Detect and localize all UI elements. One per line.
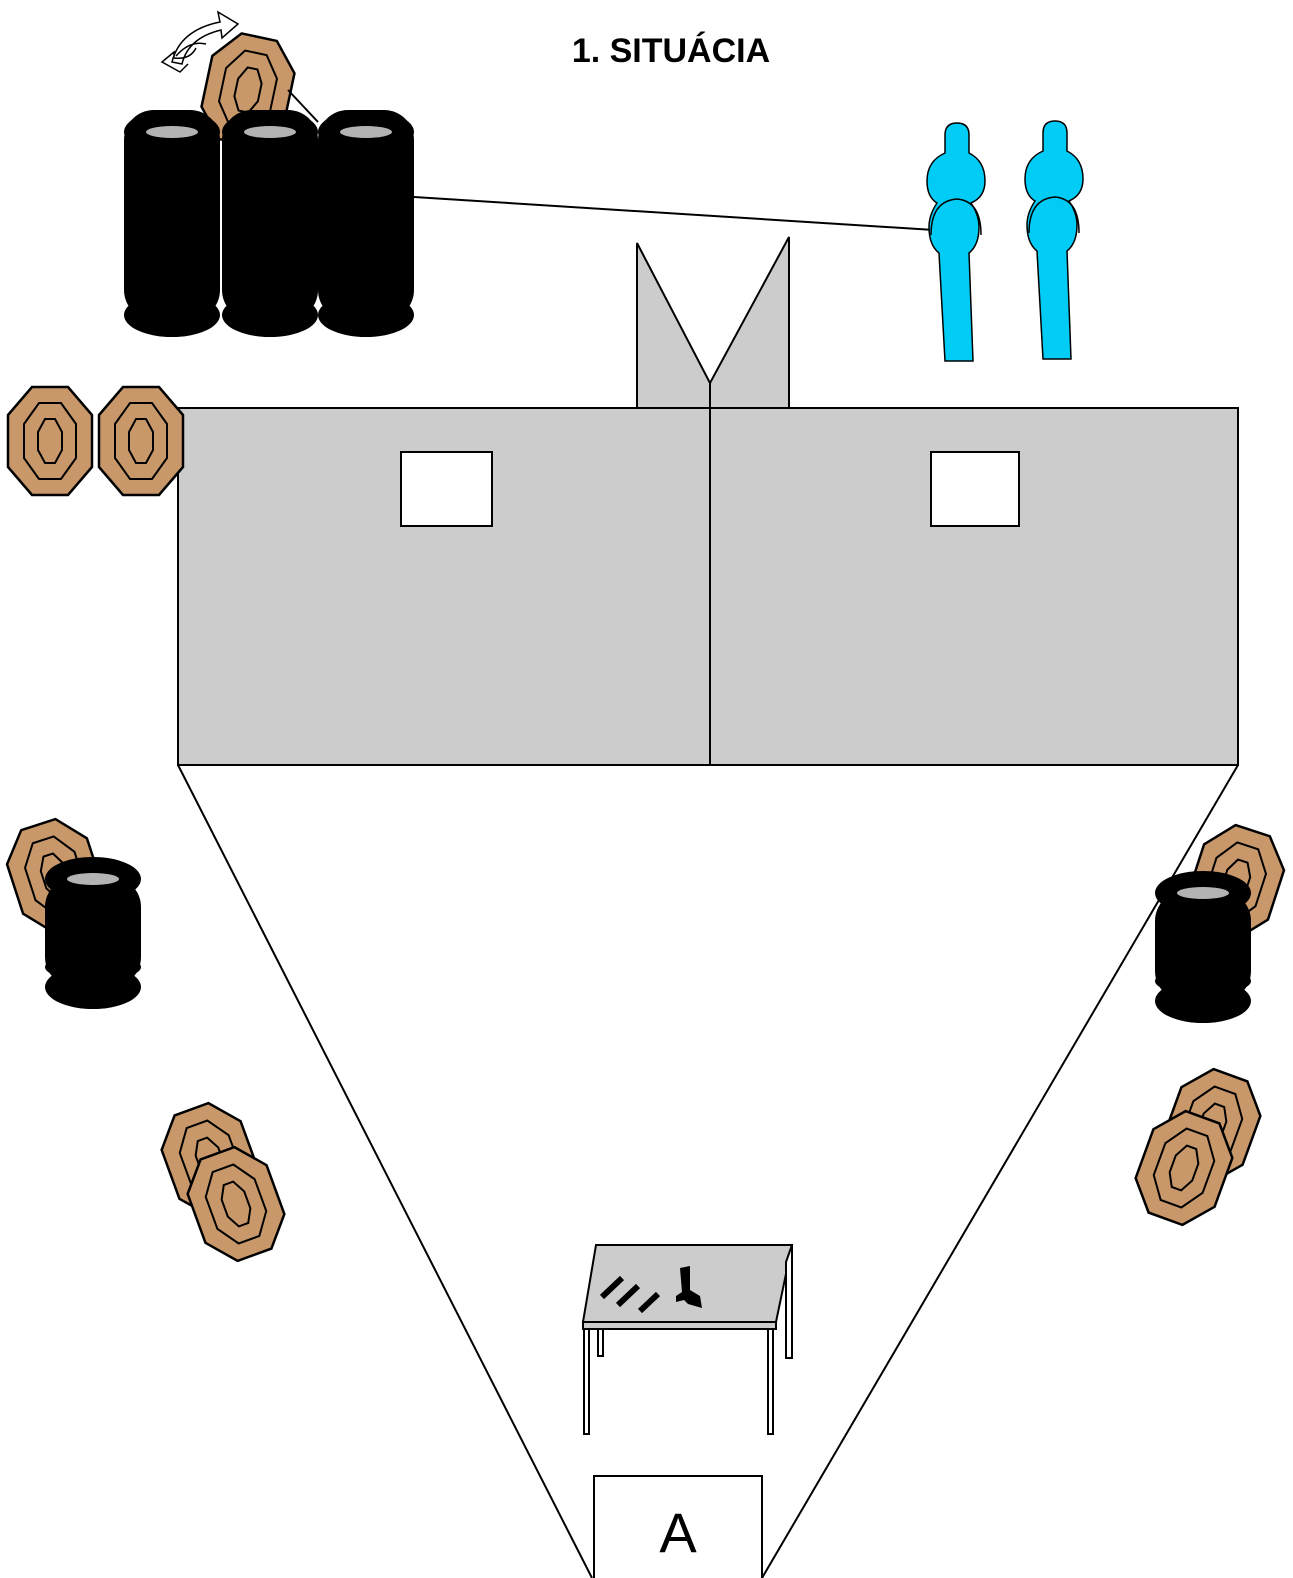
fault-lines	[177, 764, 1239, 1578]
wall	[177, 407, 1239, 766]
wall-window-right	[930, 451, 1020, 527]
targets-left-upper	[6, 385, 185, 497]
rotate-arrow-icon	[160, 10, 240, 73]
targets-left-mid	[0, 810, 141, 1009]
cable-line	[413, 196, 935, 231]
pistol-icon	[676, 1266, 702, 1308]
tire-stack-group-top	[124, 110, 414, 337]
targets-right-lower	[1124, 1059, 1272, 1235]
octagon-target-icon	[6, 385, 94, 497]
tire-stack-icon	[222, 110, 318, 337]
swinger-target	[194, 27, 319, 153]
tire-stack-icon	[318, 110, 414, 337]
figure-no-shoot-icon	[926, 122, 986, 362]
page-title: 1. SITUÁCIA	[572, 32, 770, 70]
wall-window-left	[400, 451, 493, 527]
v-barricade	[636, 236, 790, 409]
targets-left-lower	[150, 1093, 296, 1271]
no-shoot-targets	[926, 120, 1084, 362]
magazine-icon	[599, 1275, 661, 1314]
start-box: A	[593, 1475, 763, 1578]
octagon-target-icon	[97, 385, 185, 497]
table	[581, 1244, 794, 1435]
start-box-label: A	[659, 1501, 697, 1564]
figure-no-shoot-icon	[1024, 120, 1084, 360]
tire-stack-icon	[45, 857, 141, 1009]
tire-stack-icon	[1155, 871, 1251, 1023]
tire-stack-icon	[124, 110, 220, 337]
targets-right-mid	[1155, 816, 1293, 1023]
